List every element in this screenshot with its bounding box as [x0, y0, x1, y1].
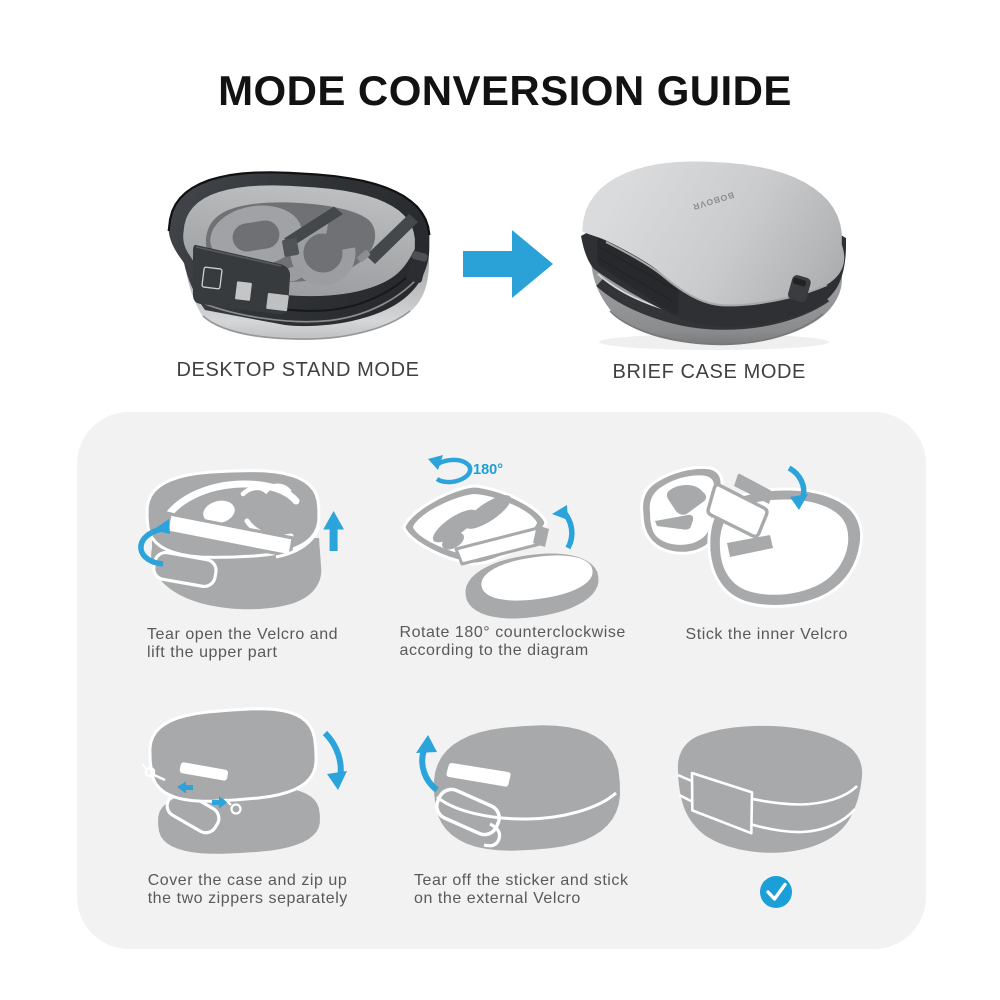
svg-text:180°: 180° [473, 462, 503, 478]
